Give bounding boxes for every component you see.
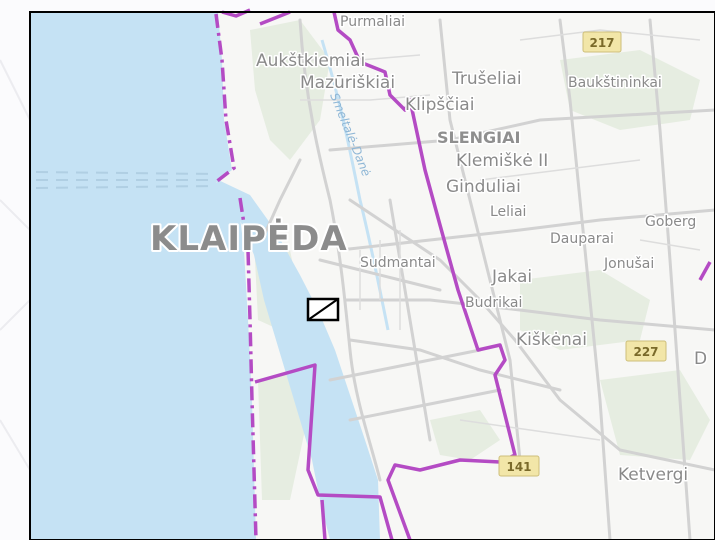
label-sudmantai: Sudmantai [360,255,436,271]
site-marker[interactable] [306,297,340,322]
route-shield-227: 227 [625,340,667,362]
label-jonusai: Jonušai [603,256,654,272]
label-budrikai: Budrikai [465,295,522,311]
label-klaipeda: KLAIPĖDA [150,218,348,259]
label-truseliai: Trušeliai [451,69,522,89]
label-klipsciai: Klipščiai [405,95,474,115]
sea-water [30,12,256,540]
outer-faded-roads [0,59,31,471]
label-ginduliai: Ginduliai [446,177,521,197]
minor-roads [300,29,701,441]
label-mazuriskiai: Mazūriškiai [300,73,395,93]
label-ketvergi: Ketvergi [618,465,688,485]
map-frame-border [29,11,715,540]
label-d: D [694,349,707,369]
svg-text:217: 217 [589,36,614,50]
svg-text:227: 227 [633,345,658,359]
sea-lanes [35,171,215,189]
coastal-boundary [214,13,258,540]
label-klemiske: Klemiškė II [456,151,548,171]
label-leliai: Leliai [490,204,526,220]
label-kiskenai: Kiškėnai [516,330,587,350]
label-purmaliai: Purmaliai [340,14,405,30]
route-shield-141: 141 [498,455,540,477]
lagoon-water [214,178,380,540]
label-dauparai: Dauparai [550,231,614,247]
district-boundaries[interactable] [221,8,712,540]
route-shield-217: 217 [582,31,622,53]
label-aukstkiemiai: Aukštkiemiai [256,51,365,71]
svg-text:141: 141 [506,460,531,474]
label-jakai: Jakai [491,267,532,287]
label-baukstininkai: Baukštininkai [568,75,662,91]
label-goberg: Goberg [645,214,696,230]
label-slengiai: SLENGIAI [437,128,520,147]
